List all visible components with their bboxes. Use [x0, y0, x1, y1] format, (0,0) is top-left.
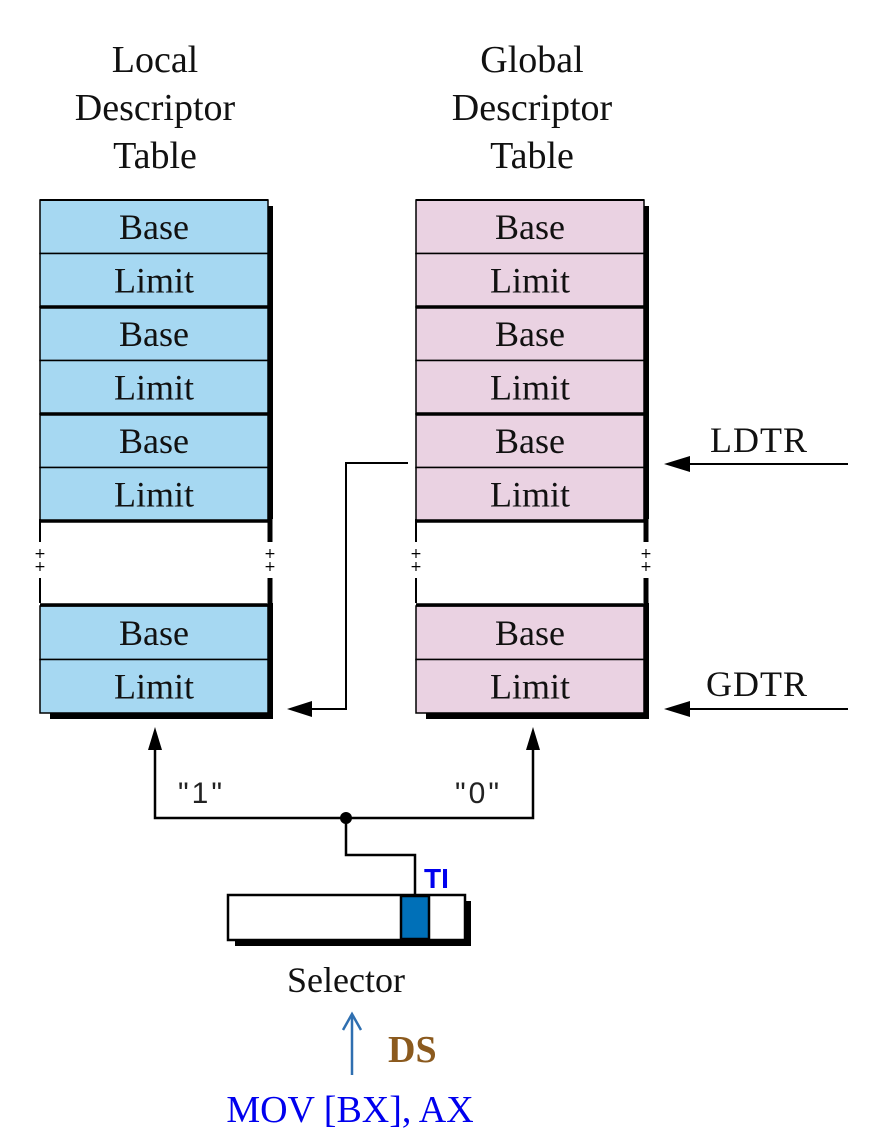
source-arrow-icon: [341, 1011, 363, 1031]
ldt-descriptor-link: [287, 462, 408, 717]
ldt-descriptor-link-line: [292, 462, 408, 710]
ldt-select-arrowhead-icon: [148, 727, 162, 750]
gdt-ellipsis-mark: +: [640, 559, 652, 575]
gdt-ellipsis-mark: +: [410, 546, 422, 562]
gdt-entry-limit-label: Limit: [490, 474, 570, 514]
gdt-title-line-2: Descriptor: [452, 87, 613, 129]
selector-source: DS MOV [BX], AX: [226, 1011, 474, 1131]
ldt-entry-base: [39, 199, 269, 255]
gdt-entry-base: [415, 306, 645, 362]
branch-label-zero: "0": [455, 777, 502, 810]
ldt-entry-base-label: Base: [119, 421, 189, 461]
gdt-entry-limit: [415, 359, 645, 415]
ldt-shadow-right: [268, 206, 273, 519]
gdt-shadow-bottom: [426, 713, 649, 719]
gdt-entry-limit-label: Limit: [490, 367, 570, 407]
ti-branch: "1" "0": [148, 727, 540, 895]
ldt-title-line-3: Table: [113, 135, 197, 177]
ldt-shadow-right: [268, 603, 273, 719]
ldt-ellipsis-mark: +: [34, 546, 46, 562]
ldt-ellipsis-mark: +: [264, 559, 276, 575]
ldt-entry-limit-label: Limit: [114, 367, 194, 407]
ldt-entry-limit-label: Limit: [114, 260, 194, 300]
gdt-shadow-right: [644, 206, 649, 519]
ldt-shadow-bottom: [50, 713, 273, 719]
ti-label: TI: [424, 863, 449, 894]
ldt-title: Local Descriptor Table: [75, 39, 236, 177]
gdtr-arrowhead-icon: [664, 701, 690, 717]
gdt-ellipsis-mark: +: [410, 559, 422, 575]
gdt-entry-base-label: Base: [495, 421, 565, 461]
gdt-entry-base-label: Base: [495, 314, 565, 354]
ldt-title-line-1: Local: [112, 39, 199, 81]
ldt-entry-limit-label: Limit: [114, 474, 194, 514]
gdtr-label: GDTR: [706, 664, 808, 704]
ldt-entry-base-label: Base: [119, 207, 189, 247]
gdt-entry-base: [415, 199, 645, 255]
gdt-shadow-right: [644, 603, 649, 719]
gdtr-pointer: GDTR: [664, 664, 848, 717]
ldt-ellipsis-mark: +: [264, 546, 276, 562]
ldtr-arrowhead-icon: [664, 456, 690, 472]
ldt-ellipsis-mark: +: [34, 559, 46, 575]
gdt-entry-limit-label: Limit: [490, 260, 570, 300]
selector-label: Selector: [287, 960, 405, 1000]
gdt-entry-base: [415, 413, 645, 469]
gdt-entry-limit-label: Limit: [490, 666, 570, 706]
gdt-select-arrowhead-icon: [526, 727, 540, 750]
ldt-title-line-2: Descriptor: [75, 87, 236, 129]
gdt-ellipsis-mark: +: [640, 546, 652, 562]
ldt-entry-limit-label: Limit: [114, 666, 194, 706]
ti-bit-field: [399, 894, 431, 941]
ldt-entry-limit: [39, 466, 269, 522]
ti-connector-line: [344, 818, 417, 895]
gdt-title-line-1: Global: [480, 39, 583, 81]
gdt-title-line-3: Table: [490, 135, 574, 177]
ldt-entry-limit: [39, 252, 269, 308]
gdt-entry-base: [415, 605, 645, 661]
ldtr-label: LDTR: [710, 420, 808, 460]
ldt-entry-base-label: Base: [119, 613, 189, 653]
ldt-entry-base-label: Base: [119, 314, 189, 354]
selector-register: TI Selector: [226, 863, 471, 1000]
instruction-label: MOV [BX], AX: [226, 1089, 473, 1131]
gdt-entry-base-label: Base: [495, 207, 565, 247]
ldtr-pointer: LDTR: [664, 420, 848, 472]
branch-label-one: "1": [178, 777, 225, 810]
ds-register-label: DS: [388, 1029, 437, 1071]
ldt-link-arrowhead-icon: [287, 701, 312, 717]
gdt-entry-base-label: Base: [495, 613, 565, 653]
gdt-title: Global Descriptor Table: [452, 39, 613, 177]
ldt-entry-limit: [39, 658, 269, 714]
